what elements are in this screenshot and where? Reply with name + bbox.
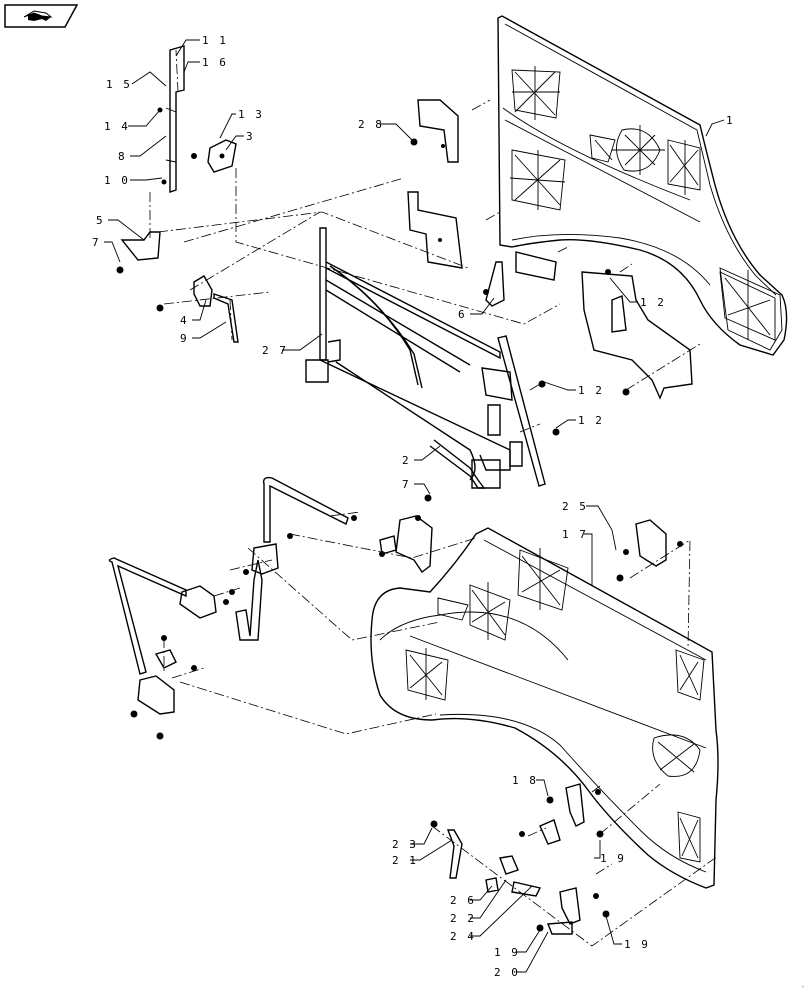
callout-28: 2 8 <box>358 118 384 131</box>
callout-1: 1 <box>726 114 735 127</box>
callout-27: 2 7 <box>262 344 288 357</box>
callout-21: 2 1 <box>392 854 418 867</box>
corner-mark: ` <box>800 986 806 996</box>
callout-19-right: 1 9 <box>600 852 626 865</box>
callout-13: 1 3 <box>238 108 264 121</box>
callout-19-left: 1 9 <box>494 946 520 959</box>
callout-11: 1 1 <box>202 34 228 47</box>
callout-7-upper: 7 <box>92 236 101 249</box>
callout-7-lower: 7 <box>402 478 411 491</box>
callout-22: 2 2 <box>450 912 476 925</box>
navigation-button[interactable] <box>4 4 79 28</box>
callout-10: 1 0 <box>104 174 130 187</box>
navigation-arrow-icon <box>4 4 79 28</box>
lower-rod-assembly <box>108 476 433 715</box>
callout-12-lower: 1 2 <box>578 414 604 427</box>
callout-25: 2 5 <box>562 500 588 513</box>
callout-12-middle: 1 2 <box>578 384 604 397</box>
callout-labels: 1 1 1 6 1 5 1 3 3 1 4 8 1 0 2 8 1 5 7 4 … <box>92 34 735 979</box>
fender-lower <box>370 527 719 889</box>
callout-15: 1 5 <box>106 78 132 91</box>
support-frame <box>305 227 546 489</box>
callout-3: 3 <box>246 130 255 143</box>
callout-20: 2 0 <box>494 966 520 979</box>
leader-lines <box>104 39 725 973</box>
callout-2: 2 <box>402 454 411 467</box>
fasteners <box>116 107 683 932</box>
callout-14: 1 4 <box>104 120 130 133</box>
callout-12-upper: 1 2 <box>640 296 666 309</box>
callout-23: 2 3 <box>392 838 418 851</box>
callout-19-far-right: 1 9 <box>624 938 650 951</box>
callout-16: 1 6 <box>202 56 228 69</box>
callout-26: 2 6 <box>450 894 476 907</box>
callout-18: 1 8 <box>512 774 538 787</box>
upper-brackets <box>120 45 693 489</box>
fender-upper <box>497 15 788 356</box>
callout-9: 9 <box>180 332 189 345</box>
callout-5: 5 <box>96 214 105 227</box>
callout-6: 6 <box>458 308 467 321</box>
callout-8: 8 <box>118 150 127 163</box>
assembly-lines <box>149 49 719 947</box>
callout-17: 1 7 <box>562 528 588 541</box>
callout-24: 2 4 <box>450 930 476 943</box>
lower-right-brackets <box>446 519 667 935</box>
callout-4: 4 <box>180 314 189 327</box>
